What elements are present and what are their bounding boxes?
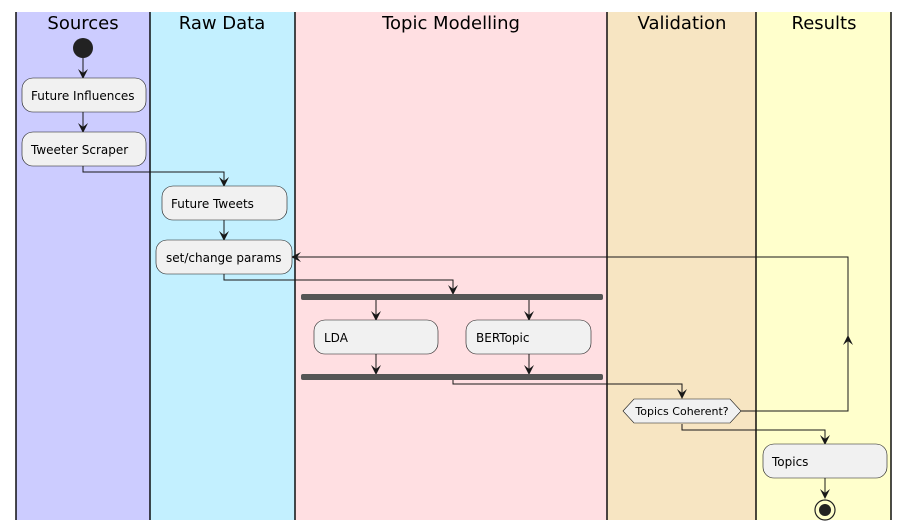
activity-label: Tweeter Scraper (30, 143, 128, 157)
activity-bertopic: BERTopic (465, 319, 592, 355)
end-node (814, 499, 836, 521)
lane-dividers (15, 12, 892, 520)
lane-topic-modelling-bg (295, 12, 607, 520)
activity-label: BERTopic (476, 331, 529, 345)
join-bar (301, 374, 603, 380)
activity-future-tweets: Future Tweets (161, 185, 288, 221)
lane-title-raw-data: Raw Data (179, 13, 266, 34)
lane-validation-bg (607, 12, 756, 520)
swimlanes (16, 12, 891, 520)
fork-bar (301, 294, 603, 300)
start-node (73, 38, 93, 58)
decision-label: Topics Coherent? (634, 405, 728, 418)
activity-label: Future Influences (31, 89, 135, 103)
activity-label: LDA (324, 331, 349, 345)
edge-decision-no-loop (741, 335, 853, 412)
edges (78, 58, 853, 499)
edge-scraper-to-future-tweets (82, 166, 229, 187)
edge-loop-to-params (291, 252, 849, 340)
activity-label: Topics (771, 455, 808, 469)
edge-params-to-fork (223, 274, 458, 295)
lane-title-topic-modelling: Topic Modelling (381, 13, 520, 34)
lane-title-results: Results (792, 13, 857, 34)
activity-lda: LDA (313, 319, 439, 355)
lane-title-sources: Sources (47, 13, 118, 34)
activity-label: Future Tweets (171, 197, 254, 211)
activity-label: set/change params (166, 251, 282, 265)
activity-tweeter-scraper: Tweeter Scraper (21, 131, 147, 167)
edge-decision-yes-to-topics (681, 424, 830, 445)
activity-set-change-params: set/change params (155, 239, 293, 275)
lane-titles: Sources Raw Data Topic Modelling Validat… (47, 13, 856, 34)
edge-join-to-decision (452, 379, 687, 399)
activity-future-influences: Future Influences (21, 77, 147, 113)
activity-topics: Topics (762, 443, 888, 479)
lane-title-validation: Validation (638, 13, 727, 34)
decision-topics-coherent: Topics Coherent? (622, 398, 742, 424)
